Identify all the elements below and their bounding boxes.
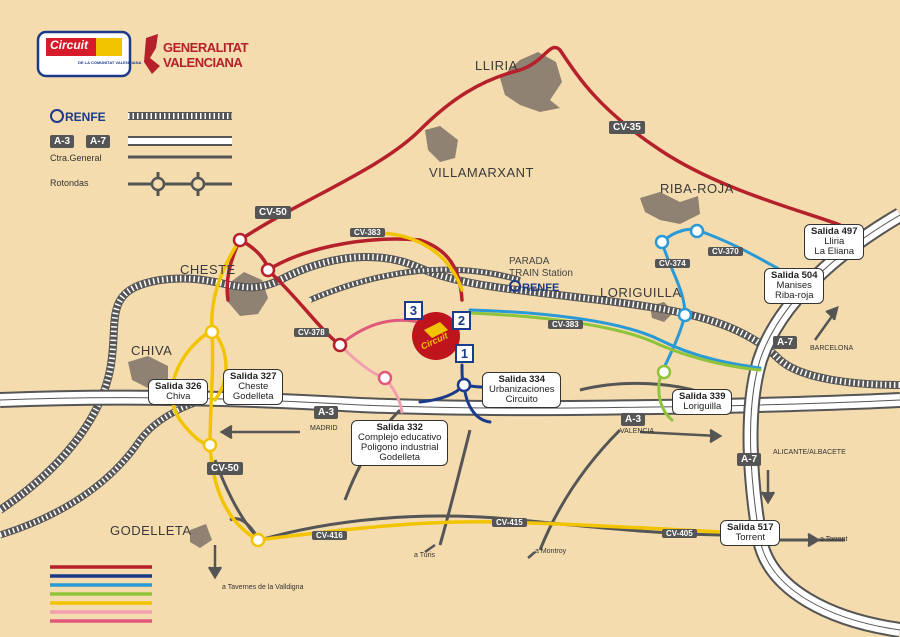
town-villamarxant-area xyxy=(425,126,458,162)
renfe-logo-icon xyxy=(509,280,521,292)
station-renfe: RENFE xyxy=(509,280,559,294)
roundabout-icon xyxy=(332,337,348,353)
town-lliria-area xyxy=(500,52,562,112)
roundabout-icon xyxy=(456,377,472,393)
road-cv415: CV-415 xyxy=(492,518,527,527)
legend-roundabout-icon xyxy=(150,176,166,192)
road-cv383-top: CV-383 xyxy=(350,228,385,237)
legend-samples xyxy=(128,112,232,196)
colored-routes xyxy=(170,45,842,542)
entrance-1: 1 xyxy=(455,344,474,363)
direction-tavernes: a Tavernes de la Valldigna xyxy=(222,584,304,591)
station-line-1: PARADA xyxy=(509,256,550,267)
roundabout-icon xyxy=(689,223,705,239)
entrance-3: 3 xyxy=(404,301,423,320)
roundabout-icon xyxy=(654,234,670,250)
circuit-flag-icon xyxy=(424,322,448,338)
town-lliria: LLIRIA xyxy=(475,58,518,73)
generalitat-line-1: GENERALITAT xyxy=(163,40,249,55)
direction-arrows xyxy=(207,306,839,580)
roundabout-icon xyxy=(260,262,276,278)
legend-renfe: RENFE xyxy=(50,109,106,124)
road-cv370: CV-370 xyxy=(708,247,743,256)
town-ribaroja-area xyxy=(640,192,700,224)
town-loriguilla: LORIGUILLA xyxy=(600,285,682,300)
route-color-key xyxy=(50,565,152,623)
legend-a3-badge: A-3 xyxy=(50,135,75,148)
road-a7-bottom: A-7 xyxy=(737,453,762,466)
legend-roundabouts: Rotondas xyxy=(50,178,89,188)
circuit-logo-text: Circuit xyxy=(50,38,89,52)
roundabout-icon xyxy=(204,324,220,340)
route-red xyxy=(238,45,842,242)
legend-roundabout-icon xyxy=(190,176,206,192)
road-a7-top: A-7 xyxy=(773,336,798,349)
road-cv50-top: CV-50 xyxy=(255,206,291,219)
direction-valencia: VALENCIA xyxy=(620,428,655,435)
town-godelleta: GODELLETA xyxy=(110,523,192,538)
town-chiva: CHIVA xyxy=(131,343,173,358)
road-cv378: CV-378 xyxy=(294,328,329,337)
generalitat-emblem-icon xyxy=(144,34,160,74)
road-a3-right: A-3 xyxy=(621,413,646,426)
roundabout-icon xyxy=(656,364,672,380)
renfe-logo-icon xyxy=(50,109,64,123)
roundabout-icon xyxy=(677,307,693,323)
entrance-2: 2 xyxy=(452,311,471,330)
route-green xyxy=(468,311,762,372)
direction-montroy: a Montroy xyxy=(535,548,567,555)
legend-a7-badge: A-7 xyxy=(86,135,111,148)
road-cv35: CV-35 xyxy=(609,121,645,134)
road-cv416: CV-416 xyxy=(312,531,347,540)
road-cv50-bottom: CV-50 xyxy=(207,462,243,475)
roundabout-icon xyxy=(377,370,393,386)
direction-barcelona: BARCELONA xyxy=(810,345,854,352)
legend-rail-sample xyxy=(128,112,232,120)
station-line-2: TRAIN Station xyxy=(509,268,573,279)
road-cv383-mid: CV-383 xyxy=(548,320,583,329)
roundabouts xyxy=(202,223,705,548)
road-cv374: CV-374 xyxy=(655,259,690,268)
direction-turis: a Turis xyxy=(414,552,436,559)
generalitat-line-2: VALENCIANA xyxy=(163,55,243,70)
roundabout-icon xyxy=(202,437,218,453)
direction-madrid: MADRID xyxy=(310,425,338,432)
legend-general-road: Ctra.General xyxy=(50,153,102,163)
town-villamarxant: VILLAMARXANT xyxy=(429,165,534,180)
road-cv405: CV-405 xyxy=(662,529,697,538)
road-a3-left: A-3 xyxy=(314,406,339,419)
route-blue xyxy=(468,308,762,370)
town-ribaroja: RIBA-ROJA xyxy=(660,181,734,196)
roundabout-icon xyxy=(232,232,248,248)
town-godelleta-area xyxy=(190,524,212,548)
direction-alicante: ALICANTE/ALBACETE xyxy=(773,449,846,456)
town-cheste: CHESTE xyxy=(180,262,236,277)
town-cheste-area xyxy=(228,272,268,316)
roundabout-icon xyxy=(250,532,266,548)
circuit-logo-subtext: DE LA COMUNITAT VALENCIANA xyxy=(78,60,142,65)
direction-torrent: a Torrent xyxy=(820,536,848,543)
